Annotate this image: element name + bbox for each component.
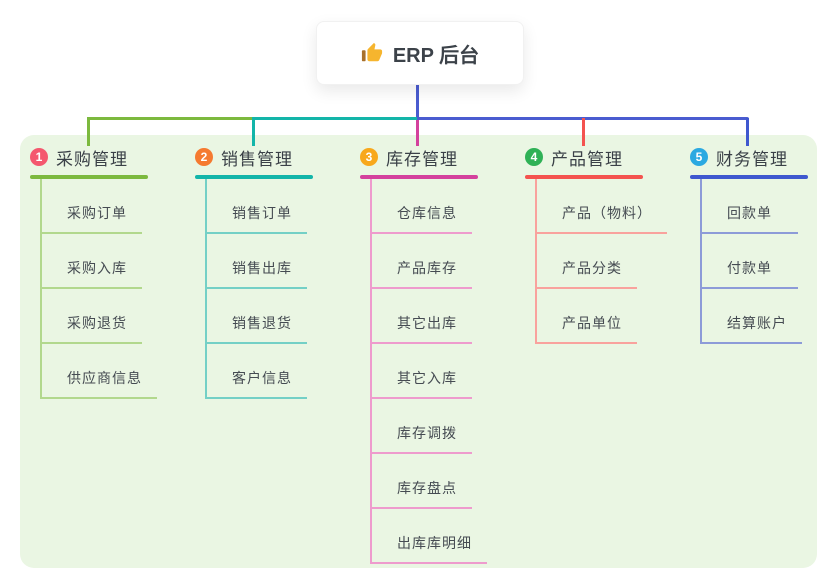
branch-number-badge: 1 (30, 148, 48, 166)
branch-underline (690, 175, 808, 179)
branch-underline (30, 175, 148, 179)
child-node[interactable]: 供应商信息 (40, 344, 157, 399)
child-label: 采购入库 (67, 260, 127, 276)
branch-header-finance[interactable]: 5 财务管理 (690, 146, 839, 169)
branch-number-badge: 3 (360, 148, 378, 166)
child-node[interactable]: 其它出库 (370, 289, 472, 344)
branch-finance: 5 财务管理 回款单 付款单 结算账户 (690, 146, 839, 344)
child-node[interactable]: 库存调拨 (370, 399, 472, 454)
branch-header-purchase[interactable]: 1 采购管理 (30, 146, 192, 169)
child-node[interactable]: 结算账户 (700, 289, 802, 344)
branch-children: 采购订单 采购入库 采购退货 供应商信息 (30, 179, 192, 399)
child-label: 销售订单 (232, 205, 292, 221)
connector-root-stem (416, 83, 419, 119)
branch-title: 销售管理 (221, 149, 293, 169)
branch-purchase: 1 采购管理 采购订单 采购入库 采购退货 供应商信息 (30, 146, 192, 399)
child-node[interactable]: 产品库存 (370, 234, 472, 289)
child-node[interactable]: 采购入库 (40, 234, 142, 289)
branch-children: 产品（物料） 产品分类 产品单位 (525, 179, 687, 344)
child-label: 采购退货 (67, 315, 127, 331)
child-label: 客户信息 (232, 370, 292, 386)
branch-number-badge: 4 (525, 148, 543, 166)
root-node-erp-backend[interactable]: ERP 后台 (316, 21, 524, 85)
child-node[interactable]: 产品（物料） (535, 179, 667, 234)
child-node[interactable]: 仓库信息 (370, 179, 472, 234)
child-node[interactable]: 销售退货 (205, 289, 307, 344)
child-node[interactable]: 出库库明细 (370, 509, 487, 564)
connector-drop-finance (746, 118, 749, 146)
child-node[interactable]: 其它入库 (370, 344, 472, 399)
child-label: 采购订单 (67, 205, 127, 221)
child-label: 仓库信息 (397, 205, 457, 221)
branch-underline (360, 175, 478, 179)
child-node[interactable]: 库存盘点 (370, 454, 472, 509)
branch-title: 采购管理 (56, 149, 128, 169)
child-node[interactable]: 采购退货 (40, 289, 142, 344)
branch-title: 产品管理 (551, 149, 623, 169)
child-node[interactable]: 销售出库 (205, 234, 307, 289)
child-label: 回款单 (727, 205, 772, 221)
mindmap-background-panel (20, 135, 817, 568)
child-label: 产品（物料） (562, 205, 652, 221)
connector-bus-segment-2 (252, 117, 417, 120)
branch-header-inventory[interactable]: 3 库存管理 (360, 146, 522, 169)
branch-number-badge: 2 (195, 148, 213, 166)
child-label: 库存调拨 (397, 425, 457, 441)
child-node[interactable]: 产品单位 (535, 289, 637, 344)
connector-bus-segment-1 (87, 117, 253, 120)
child-label: 库存盘点 (397, 480, 457, 496)
connector-drop-inventory (416, 120, 419, 146)
child-node[interactable]: 采购订单 (40, 179, 142, 234)
branch-children: 回款单 付款单 结算账户 (690, 179, 839, 344)
child-label: 销售出库 (232, 260, 292, 276)
branch-underline (525, 175, 643, 179)
child-node[interactable]: 销售订单 (205, 179, 307, 234)
connector-drop-product (582, 118, 585, 146)
branch-children: 仓库信息 产品库存 其它出库 其它入库 库存调拨 库存盘点 出库库明细 (360, 179, 522, 564)
child-node[interactable]: 付款单 (700, 234, 798, 289)
branch-title: 财务管理 (716, 149, 788, 169)
root-node-label: ERP 后台 (392, 44, 480, 67)
child-node[interactable]: 客户信息 (205, 344, 307, 399)
child-label: 供应商信息 (67, 370, 142, 386)
child-label: 其它入库 (397, 370, 457, 386)
child-label: 产品库存 (397, 260, 457, 276)
branch-number-badge: 5 (690, 148, 708, 166)
branch-underline (195, 175, 313, 179)
child-label: 销售退货 (232, 315, 292, 331)
thumbs-up-icon (361, 42, 382, 62)
branch-header-sales[interactable]: 2 销售管理 (195, 146, 357, 169)
child-label: 付款单 (727, 260, 772, 276)
branch-title: 库存管理 (386, 149, 458, 169)
branch-header-product[interactable]: 4 产品管理 (525, 146, 687, 169)
child-label: 出库库明细 (397, 535, 472, 551)
branch-inventory: 3 库存管理 仓库信息 产品库存 其它出库 其它入库 库存调拨 库存盘点 出库库… (360, 146, 522, 564)
child-label: 其它出库 (397, 315, 457, 331)
branch-product: 4 产品管理 产品（物料） 产品分类 产品单位 (525, 146, 687, 344)
child-label: 产品单位 (562, 315, 622, 331)
child-label: 产品分类 (562, 260, 622, 276)
branch-sales: 2 销售管理 销售订单 销售出库 销售退货 客户信息 (195, 146, 357, 399)
child-node[interactable]: 产品分类 (535, 234, 637, 289)
connector-drop-sales (252, 118, 255, 146)
child-label: 结算账户 (727, 315, 787, 331)
connector-drop-purchase (87, 118, 90, 146)
branch-children: 销售订单 销售出库 销售退货 客户信息 (195, 179, 357, 399)
child-node[interactable]: 回款单 (700, 179, 798, 234)
